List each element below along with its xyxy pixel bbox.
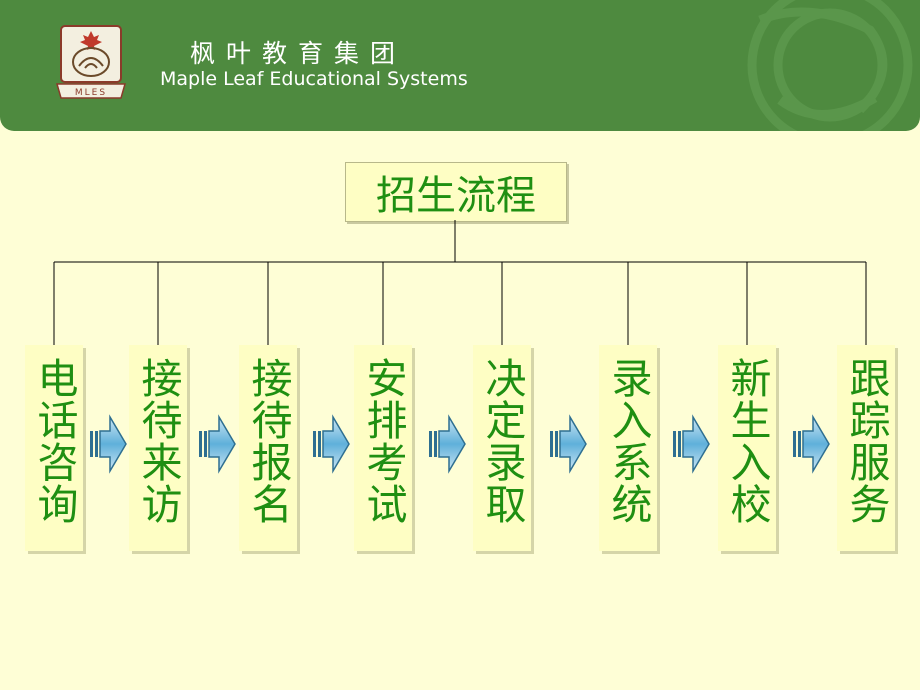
step-label: 电话咨询 — [30, 357, 78, 525]
right-arrow-icon — [673, 414, 710, 474]
step-follow-up-service: 跟踪服务 — [837, 345, 895, 551]
step-label: 接待报名 — [244, 357, 292, 525]
step-label: 安排考试 — [359, 357, 407, 525]
step-reception-signup: 接待报名 — [239, 345, 297, 551]
header-banner: MLES 枫叶教育集团 Maple Leaf Educational Syste… — [0, 0, 920, 131]
step-label: 决定录取 — [478, 357, 526, 525]
right-arrow-icon — [550, 414, 587, 474]
step-label: 跟踪服务 — [842, 357, 890, 525]
diagram-title: 招生流程 — [345, 162, 567, 222]
logo-text: MLES — [75, 88, 107, 98]
org-name-en: Maple Leaf Educational Systems — [160, 68, 468, 90]
mles-logo: MLES — [56, 25, 126, 99]
org-name-cn: 枫叶教育集团 — [190, 39, 407, 68]
right-arrow-icon — [313, 414, 350, 474]
step-reception-visit: 接待来访 — [129, 345, 187, 551]
step-label: 新生入校 — [723, 357, 771, 525]
step-phone-consult: 电话咨询 — [25, 345, 83, 551]
step-arrange-exam: 安排考试 — [354, 345, 412, 551]
right-arrow-icon — [793, 414, 830, 474]
step-label: 接待来访 — [134, 357, 182, 525]
step-enter-system: 录入系统 — [599, 345, 657, 551]
decorative-seal-watermark — [747, 0, 913, 131]
step-new-student-arrival: 新生入校 — [718, 345, 776, 551]
right-arrow-icon — [90, 414, 127, 474]
step-label: 录入系统 — [604, 357, 652, 525]
right-arrow-icon — [429, 414, 466, 474]
right-arrow-icon — [199, 414, 236, 474]
step-decide-admission: 决定录取 — [473, 345, 531, 551]
